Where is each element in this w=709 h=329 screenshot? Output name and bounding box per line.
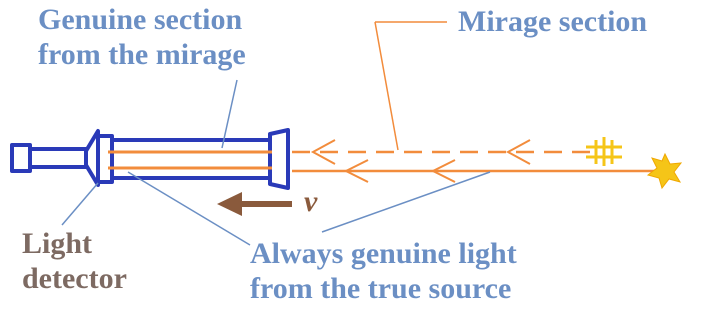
label-always-genuine-line1: Always genuine light: [250, 237, 517, 270]
mirage-ray-chevron-2: [505, 139, 531, 165]
leader-genuine-section: [221, 79, 238, 149]
velocity-arrow-head: [217, 192, 242, 216]
label-always-genuine: Always genuine light from the true sourc…: [250, 236, 517, 307]
label-velocity: v: [304, 185, 318, 218]
true-ray-chevron-1: [343, 159, 369, 183]
true-ray-chevron-2: [430, 159, 456, 183]
label-light-detector: Light detector: [22, 226, 127, 297]
label-light-detector-line1: Light: [22, 227, 93, 260]
mirage-star-icon: [586, 137, 622, 166]
leader-always-genuine-1: [127, 171, 251, 246]
true-star-icon: [646, 152, 683, 190]
label-light-detector-line2: detector: [22, 262, 127, 296]
telescope-icon: [10, 128, 290, 190]
leader-mirage-section-down: [374, 21, 399, 151]
label-always-genuine-line2: from the true source: [250, 272, 512, 306]
label-genuine-section: Genuine section from the mirage: [38, 2, 246, 73]
leader-always-genuine-2: [321, 171, 491, 233]
leader-light-detector: [61, 182, 99, 226]
label-genuine-section-line1: Genuine section: [38, 3, 243, 36]
label-genuine-section-line2: from the mirage: [38, 38, 246, 72]
label-mirage-section: Mirage section: [458, 5, 648, 38]
mirage-ray-chevron-1: [310, 139, 336, 165]
